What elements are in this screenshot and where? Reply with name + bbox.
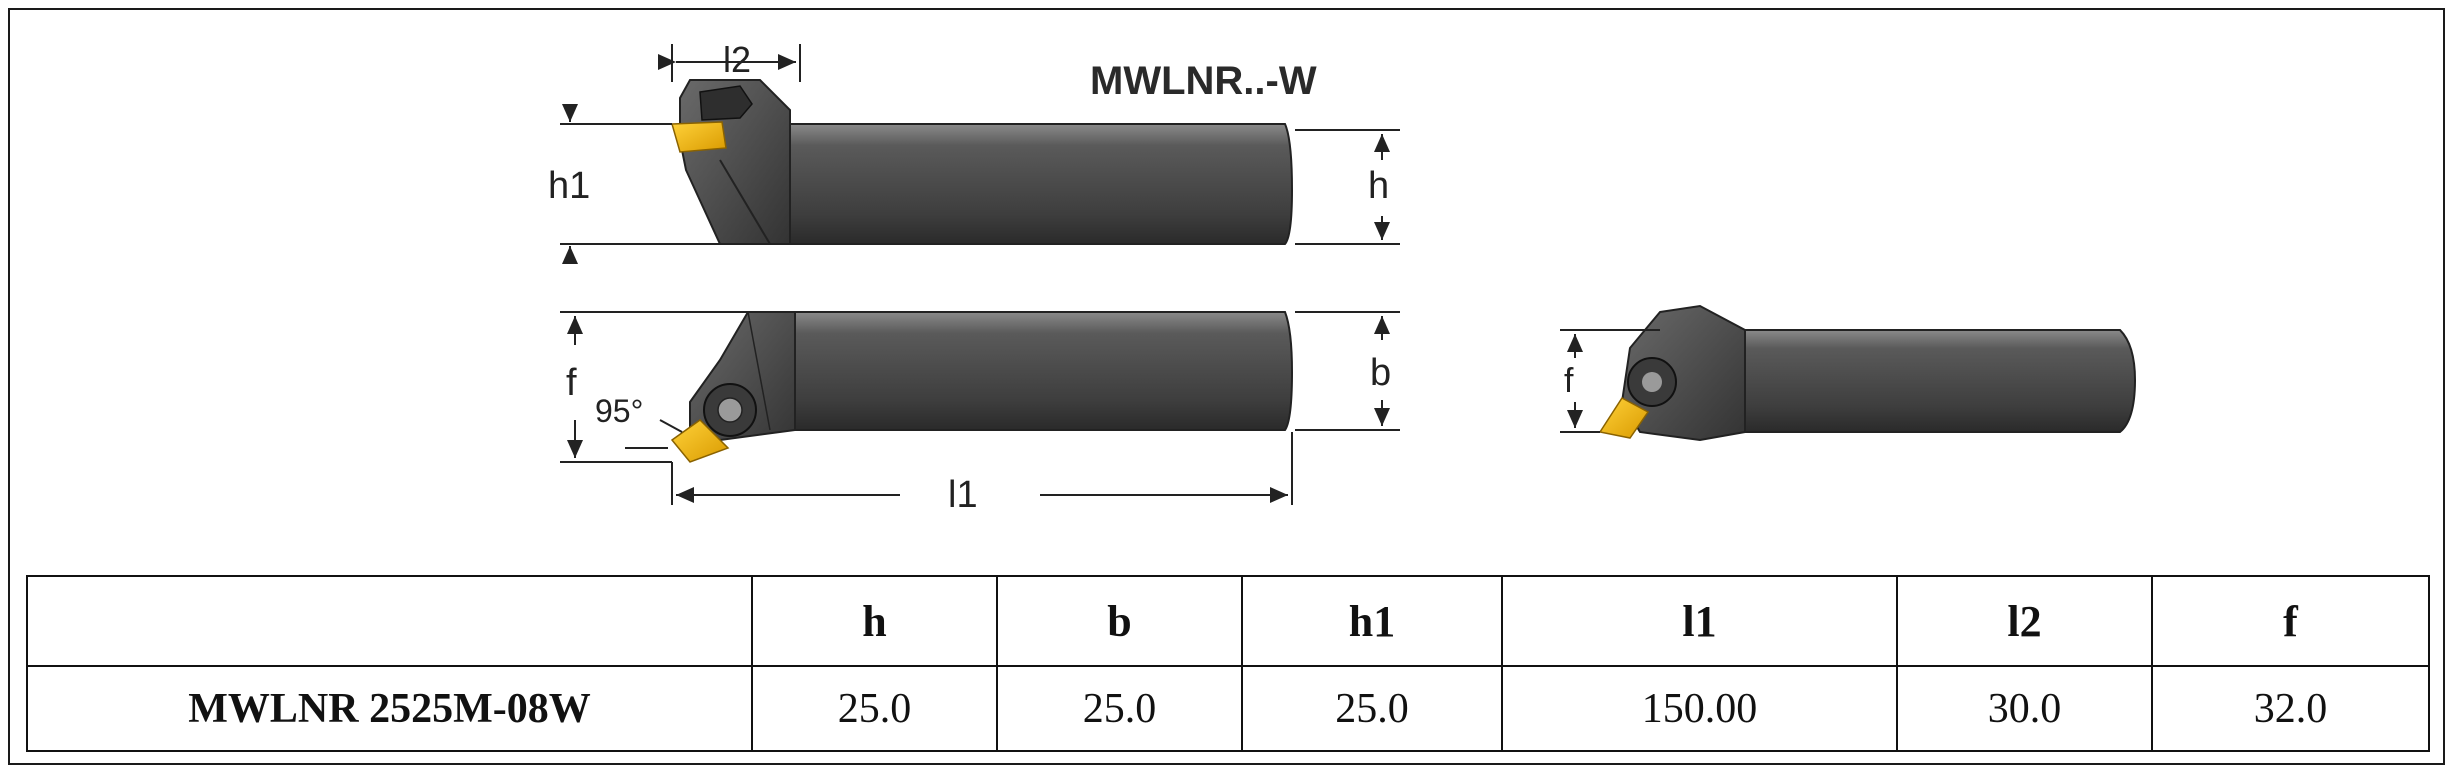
side-view bbox=[671, 79, 1294, 245]
header-cell-h: h bbox=[751, 574, 998, 668]
cell-l1: 150.00 bbox=[1501, 665, 1898, 752]
cell-h1: 25.0 bbox=[1241, 665, 1503, 752]
label-h: h bbox=[1368, 165, 1389, 207]
side-view-shank bbox=[779, 123, 1294, 245]
label-b: b bbox=[1370, 352, 1391, 394]
side-view-clamp bbox=[699, 85, 753, 121]
tool-holder-drawing: l2 MWLNR..-W h1 h f 95° b l1 bbox=[548, 39, 2137, 516]
cell-l2: 30.0 bbox=[1896, 665, 2153, 752]
header-cell-f: f bbox=[2151, 574, 2430, 668]
label-l2: l2 bbox=[723, 39, 751, 80]
model-label: MWLNR..-W bbox=[1090, 59, 1317, 103]
side-view-insert bbox=[671, 121, 727, 153]
table-row: MWLNR 2525M-08W 25.0 25.0 25.0 150.00 30… bbox=[26, 665, 2430, 752]
top-view-shank bbox=[779, 311, 1294, 431]
cell-b: 25.0 bbox=[996, 665, 1243, 752]
spec-table: h b h1 l1 l2 f MWLNR 2525M-08W 25.0 25.0… bbox=[26, 574, 2430, 752]
header-cell-l1: l1 bbox=[1501, 574, 1898, 668]
perspective-shank bbox=[1734, 329, 2137, 433]
cell-h: 25.0 bbox=[751, 665, 998, 752]
label-l1: l1 bbox=[948, 474, 978, 516]
label-angle: 95° bbox=[595, 393, 643, 429]
row-label: MWLNR 2525M-08W bbox=[26, 665, 753, 752]
top-view bbox=[670, 311, 1294, 463]
label-f-perspective: f bbox=[1564, 362, 1574, 400]
header-cell-empty bbox=[26, 574, 753, 668]
top-view-insert bbox=[670, 419, 730, 463]
side-view-dimensions bbox=[560, 44, 1400, 264]
top-view-dimensions bbox=[560, 311, 1400, 505]
header-cell-b: b bbox=[996, 574, 1243, 668]
perspective-dimensions bbox=[1560, 329, 1660, 433]
perspective-view bbox=[1598, 304, 2137, 442]
header-cell-h1: h1 bbox=[1241, 574, 1503, 668]
header-cell-l2: l2 bbox=[1896, 574, 2153, 668]
table-header-row: h b h1 l1 l2 f bbox=[26, 574, 2430, 668]
label-f: f bbox=[566, 362, 577, 404]
cell-f: 32.0 bbox=[2151, 665, 2430, 752]
perspective-insert bbox=[1598, 397, 1650, 439]
label-h1: h1 bbox=[548, 165, 590, 207]
